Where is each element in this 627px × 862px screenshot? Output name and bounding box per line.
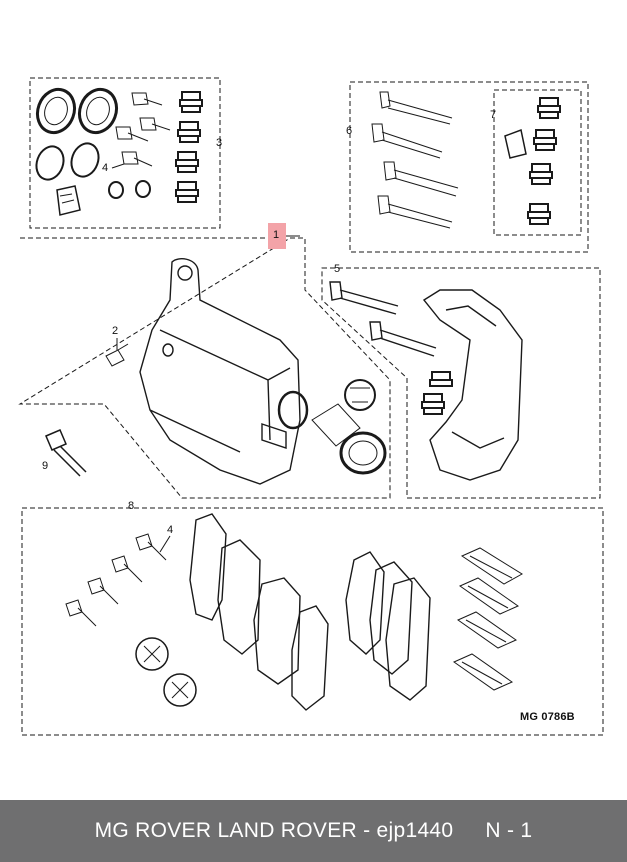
footer-brand: MG ROVER LAND ROVER - ejp1440: [94, 819, 454, 842]
bleed-screw: [105, 343, 129, 367]
seal-kit-box: [29, 77, 221, 229]
exploded-parts-diagram: [18, 77, 604, 736]
footer-text: MG ROVER LAND ROVER - ejp1440 N - 1: [95, 819, 533, 843]
piston-and-seals: [277, 379, 387, 475]
caliper-box: [18, 237, 391, 499]
callout-1-highlight: [268, 223, 286, 249]
guide-pins: [371, 91, 561, 229]
pad-clips: [452, 547, 523, 691]
callout-9: 9: [42, 460, 49, 472]
callout-4-top: 4: [102, 162, 109, 174]
diagram-reference-code: MG 0786B: [520, 711, 575, 723]
seal-kit-parts: [35, 87, 203, 216]
callout-3: 3: [216, 137, 223, 149]
brake-pads-right: [345, 551, 431, 701]
pad-bolts: [65, 533, 167, 627]
callout-1: 1: [273, 229, 280, 241]
callout-2: 2: [112, 325, 119, 337]
boot-kit-box: [493, 89, 582, 236]
pads-box: [21, 507, 604, 736]
anti-rattle-shims: [135, 637, 197, 707]
brake-pads-left: [189, 513, 329, 711]
callout-5: 5: [334, 263, 341, 275]
callout-6: 6: [346, 125, 353, 137]
carrier-box: [321, 267, 601, 499]
callout-4-bottom: 4: [167, 524, 174, 536]
caliper-body: [139, 258, 301, 485]
footer-bar: MG ROVER LAND ROVER - ejp1440 N - 1: [0, 800, 627, 862]
carrier-bracket: [329, 281, 523, 481]
callout-7: 7: [490, 109, 497, 121]
callout-8: 8: [128, 500, 135, 512]
footer-page-label: N - 1: [485, 819, 533, 842]
caliper-bolt: [45, 429, 87, 477]
guide-pin-kit-box: [349, 81, 589, 253]
